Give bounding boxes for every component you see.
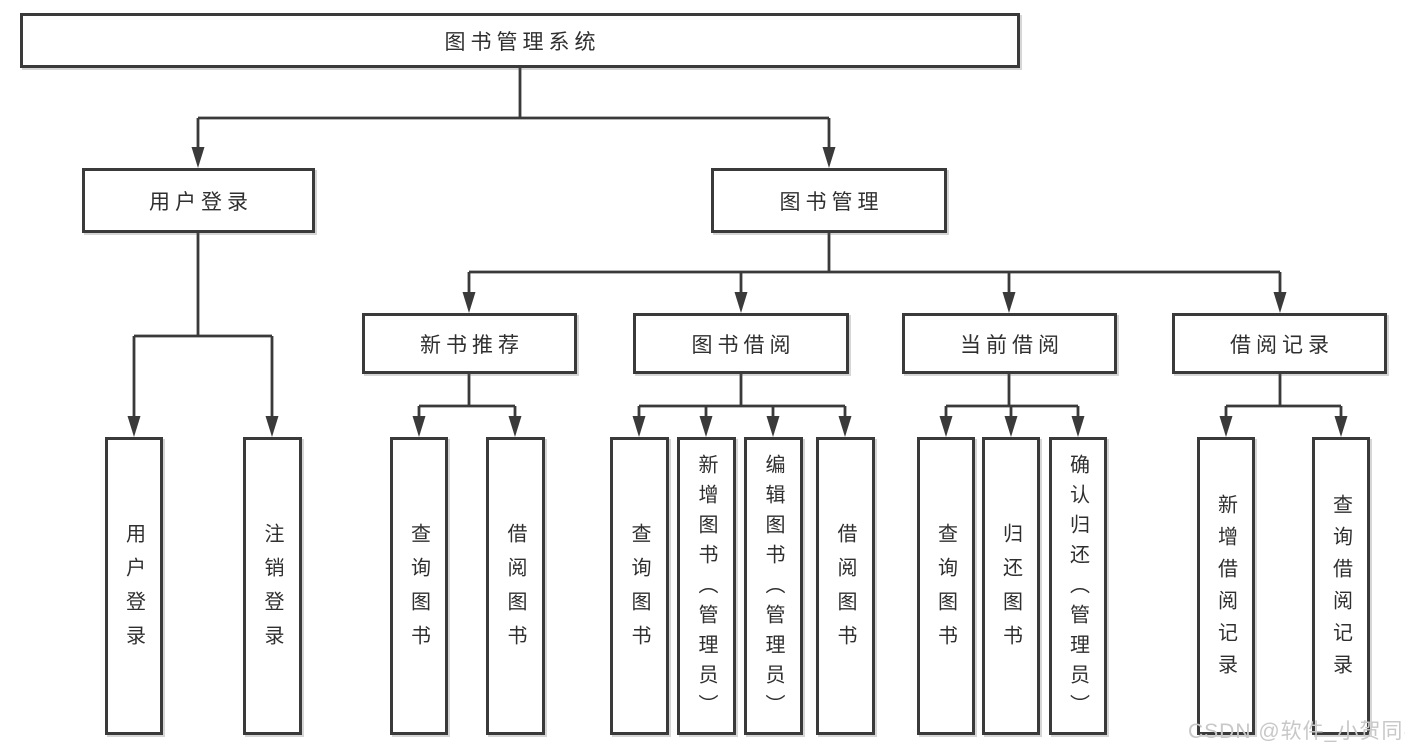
node-current-query-books-label: 查询图书 <box>934 523 957 659</box>
node-user-login-action: 用户登录 <box>105 437 163 735</box>
connector-records-children <box>1224 374 1343 421</box>
node-rec-query-books-label: 查询图书 <box>407 523 430 659</box>
arrow-icon <box>822 147 836 168</box>
arrow-icon <box>127 416 141 437</box>
node-current-query-books: 查询图书 <box>917 437 975 735</box>
node-query-borrow-record: 查询借阅记录 <box>1312 437 1370 735</box>
node-borrow-records-label: 借阅记录 <box>1230 333 1334 357</box>
node-current-borrow-label: 当前借阅 <box>960 333 1064 357</box>
node-new-book-recommend: 新书推荐 <box>362 313 577 374</box>
node-book-borrow: 图书借阅 <box>633 313 849 374</box>
node-return-books-label: 归还图书 <box>999 523 1022 659</box>
connector-user-login-children <box>132 233 274 421</box>
node-rec-query-books: 查询图书 <box>390 437 448 735</box>
connector-book-mgmt-children <box>467 233 1282 297</box>
arrow-icon <box>412 416 426 437</box>
node-edit-books-admin-label: 编辑图书（管理员） <box>762 454 784 724</box>
node-user-login: 用户登录 <box>82 168 315 233</box>
node-current-borrow: 当前借阅 <box>902 313 1117 374</box>
connector-new-rec-children <box>417 374 517 421</box>
arrow-icon <box>508 416 522 437</box>
connector-root-to-level2 <box>196 68 831 152</box>
arrow-icon <box>939 416 953 437</box>
node-add-books-admin-label: 新增图书（管理员） <box>695 454 717 724</box>
node-user-login-action-label: 用户登录 <box>122 523 145 659</box>
node-edit-books-admin: 编辑图书（管理员） <box>744 437 803 735</box>
node-borrow-books-action: 借阅图书 <box>816 437 875 735</box>
arrow-icon <box>766 416 780 437</box>
node-root: 图书管理系统 <box>20 13 1020 68</box>
node-borrow-query-books-label: 查询图书 <box>628 523 650 659</box>
node-logout-action: 注销登录 <box>243 437 302 735</box>
node-rec-borrow-books-label: 借阅图书 <box>504 523 526 659</box>
arrow-icon <box>1071 416 1085 437</box>
node-book-management-label: 图书管理 <box>779 190 884 214</box>
connector-borrow-children <box>637 374 847 421</box>
node-user-login-label: 用户登录 <box>149 190 253 214</box>
node-add-borrow-record: 新增借阅记录 <box>1197 437 1255 735</box>
node-book-management: 图书管理 <box>711 168 947 233</box>
node-borrow-records: 借阅记录 <box>1172 313 1387 374</box>
arrow-icon <box>191 147 205 168</box>
node-root-label: 图书管理系统 <box>444 30 601 54</box>
connector-current-children <box>944 374 1080 421</box>
arrow-icon <box>1273 292 1287 313</box>
node-logout-action-label: 注销登录 <box>261 523 283 659</box>
arrow-icon <box>699 416 713 437</box>
arrowheads <box>127 147 1348 437</box>
node-confirm-return-admin: 确认归还（管理员） <box>1049 437 1107 735</box>
csdn-watermark: CSDN @软件_小贺同学 <box>1188 720 1405 743</box>
node-borrow-books-action-label: 借阅图书 <box>834 523 856 659</box>
node-new-book-recommend-label: 新书推荐 <box>420 333 524 357</box>
arrow-icon <box>632 416 646 437</box>
node-add-borrow-record-label: 新增借阅记录 <box>1214 494 1237 686</box>
node-confirm-return-admin-label: 确认归还（管理员） <box>1066 454 1089 724</box>
arrow-icon <box>1334 416 1348 437</box>
node-rec-borrow-books: 借阅图书 <box>486 437 545 735</box>
arrow-icon <box>1002 292 1016 313</box>
node-borrow-query-books: 查询图书 <box>610 437 669 735</box>
arrow-icon <box>1219 416 1233 437</box>
arrow-icon <box>734 292 748 313</box>
arrow-icon <box>462 292 476 313</box>
arrow-icon <box>1004 416 1018 437</box>
node-return-books: 归还图书 <box>982 437 1040 735</box>
arrow-icon <box>838 416 852 437</box>
node-book-borrow-label: 图书借阅 <box>691 333 796 357</box>
node-query-borrow-record-label: 查询借阅记录 <box>1329 494 1352 686</box>
arrow-icon <box>265 416 279 437</box>
node-add-books-admin: 新增图书（管理员） <box>677 437 736 735</box>
